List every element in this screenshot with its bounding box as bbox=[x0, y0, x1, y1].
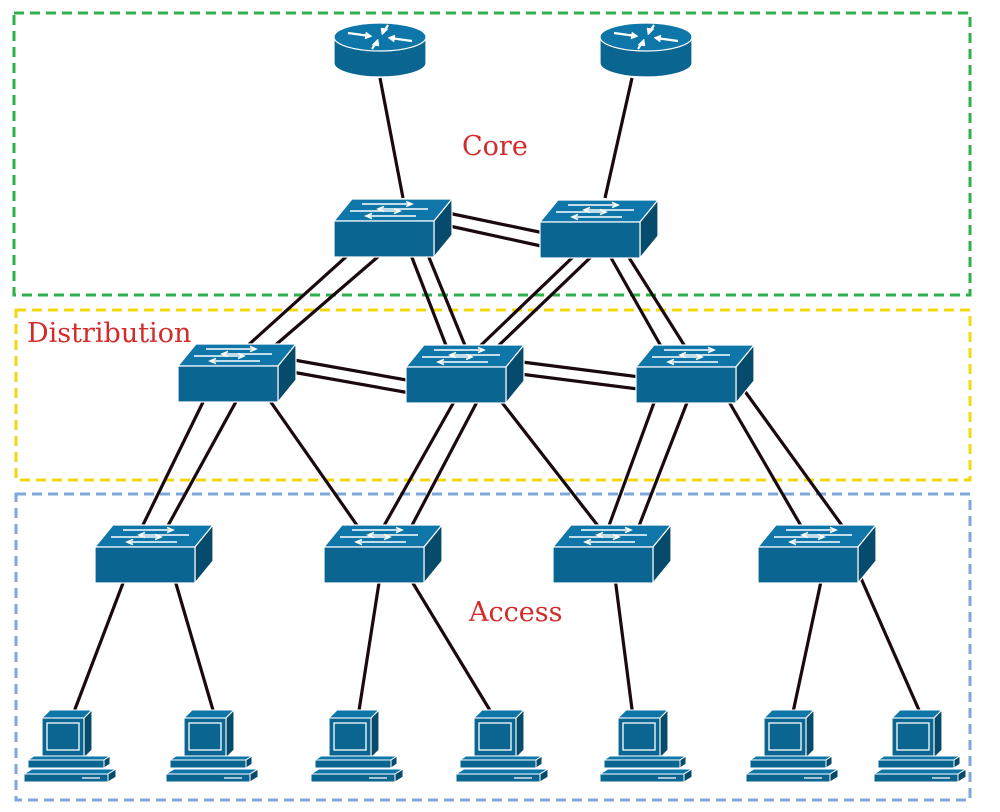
link bbox=[407, 399, 480, 532]
core-layer-box bbox=[12, 11, 972, 297]
link bbox=[409, 254, 449, 349]
switch-icon bbox=[757, 524, 877, 584]
link bbox=[626, 255, 688, 349]
link bbox=[293, 358, 413, 383]
link bbox=[447, 211, 545, 235]
computer-icon bbox=[165, 709, 259, 783]
link bbox=[851, 559, 924, 718]
computer-icon bbox=[599, 709, 693, 783]
link bbox=[403, 569, 496, 718]
link bbox=[356, 569, 383, 718]
computer-icon bbox=[455, 709, 549, 783]
access-layer-label: Access bbox=[468, 597, 562, 628]
link bbox=[476, 254, 576, 350]
link bbox=[138, 397, 207, 532]
router-icon bbox=[332, 21, 428, 79]
link bbox=[612, 569, 635, 718]
access-layer-box bbox=[14, 492, 972, 802]
switch-icon bbox=[333, 198, 453, 258]
link bbox=[605, 399, 657, 532]
switch-icon bbox=[635, 344, 755, 404]
network-links bbox=[70, 77, 924, 718]
link bbox=[379, 399, 457, 532]
link bbox=[635, 399, 690, 532]
link bbox=[521, 360, 641, 379]
link bbox=[70, 569, 130, 718]
link bbox=[266, 397, 363, 532]
link bbox=[270, 253, 382, 350]
link bbox=[444, 223, 542, 248]
switch-icon bbox=[177, 343, 297, 403]
computer-icon bbox=[23, 709, 117, 783]
switch-icon bbox=[405, 344, 525, 404]
link bbox=[742, 389, 848, 532]
router-icon bbox=[598, 21, 694, 79]
link bbox=[243, 253, 350, 350]
link bbox=[170, 569, 217, 718]
computer-icon bbox=[745, 709, 839, 783]
link bbox=[378, 77, 405, 199]
computer-icon bbox=[873, 709, 967, 783]
switch-icon bbox=[323, 524, 443, 584]
switch-icon bbox=[552, 524, 672, 584]
core-layer-label: Core bbox=[462, 131, 528, 162]
link bbox=[494, 254, 594, 350]
switch-icon bbox=[539, 199, 659, 259]
link bbox=[163, 397, 240, 532]
link bbox=[291, 370, 411, 395]
distribution-layer-label: Distribution bbox=[27, 318, 191, 349]
link bbox=[498, 399, 604, 532]
computer-icon bbox=[310, 709, 404, 783]
switch-icon bbox=[94, 524, 214, 584]
link bbox=[519, 372, 639, 391]
link bbox=[608, 255, 664, 349]
link bbox=[603, 77, 634, 199]
link bbox=[726, 399, 806, 532]
link bbox=[426, 254, 468, 349]
link bbox=[790, 571, 825, 718]
distribution-layer-box bbox=[14, 308, 972, 482]
